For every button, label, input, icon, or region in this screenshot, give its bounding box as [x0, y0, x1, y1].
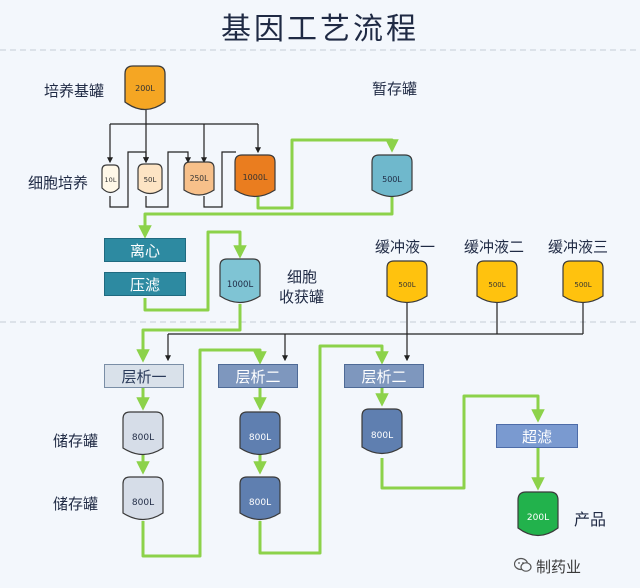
label-storage-1: 储存罐 — [53, 432, 99, 450]
culture-cascade-lines — [109, 151, 236, 208]
tank-harvest-volume: 1000L — [227, 280, 254, 290]
tank-culture-250l: 250L — [183, 161, 215, 196]
tank-s1a-volume: 800L — [132, 433, 154, 443]
tank-product-volume: 200L — [527, 513, 549, 523]
tank-medium-volume: 200L — [135, 84, 155, 93]
tank-s1b-volume: 800L — [132, 498, 154, 508]
tank-s2a-volume: 800L — [249, 433, 271, 443]
buffer-distribution-lines — [165, 302, 584, 362]
medium-distribution-lines — [107, 110, 261, 164]
process-flow-lines — [136, 138, 545, 558]
label-harvest-1: 细胞 — [287, 268, 318, 286]
tank-temp-storage: 500L — [371, 154, 413, 198]
tank-harvest: 1000L — [219, 258, 261, 304]
tank-storage-3: 800L — [361, 408, 403, 455]
tank-s2b-volume: 800L — [249, 498, 271, 508]
box-chromatography-2: 层析二 — [218, 364, 298, 388]
tank-medium: 200L — [124, 65, 166, 111]
label-buffer-1: 缓冲液一 — [375, 238, 436, 256]
label-temp-tank: 暂存罐 — [372, 80, 418, 98]
chat-bubble-icon — [514, 557, 532, 572]
tank-storage-2a: 800L — [239, 411, 281, 456]
tank-culture-10l: 10L — [101, 164, 120, 194]
tank-storage-1b: 800L — [122, 476, 164, 521]
watermark-text: 制药业 — [536, 558, 582, 576]
tank-c3-volume: 250L — [190, 174, 209, 183]
label-buffer-2: 缓冲液二 — [464, 238, 525, 256]
box-ultrafiltration: 超滤 — [496, 424, 578, 448]
page-title: 基因工艺流程 — [221, 12, 419, 47]
tank-s3-volume: 800L — [371, 431, 393, 441]
tank-buffer-1: 500L — [386, 260, 428, 304]
box-chromatography-1: 层析一 — [104, 364, 184, 388]
tank-culture-50l: 50L — [137, 163, 163, 195]
tank-buf2-volume: 500L — [488, 281, 505, 289]
label-storage-2: 储存罐 — [53, 495, 99, 513]
tank-product: 200L — [517, 491, 559, 537]
tank-buf3-volume: 500L — [574, 281, 591, 289]
tank-buffer-2: 500L — [476, 260, 518, 304]
label-cell-culture: 细胞培养 — [28, 174, 89, 192]
label-harvest-2: 收获罐 — [279, 288, 325, 306]
tank-buf1-volume: 500L — [398, 281, 415, 289]
box-chromatography-3: 层析二 — [344, 364, 424, 388]
box-centrifuge: 离心 — [104, 238, 186, 262]
tank-c1-volume: 10L — [105, 176, 117, 184]
tank-storage-2b: 800L — [239, 476, 281, 521]
tank-c2-volume: 50L — [144, 176, 157, 184]
box-press-filter: 压滤 — [104, 272, 186, 296]
label-buffer-3: 缓冲液三 — [548, 238, 609, 256]
label-medium-tank: 培养基罐 — [44, 82, 105, 100]
tank-storage-1a: 800L — [122, 411, 164, 456]
tank-buffer-3: 500L — [562, 260, 604, 304]
tank-temp-volume: 500L — [382, 175, 402, 184]
tank-culture-1000l: 1000L — [234, 154, 276, 198]
label-product: 产品 — [574, 510, 607, 529]
tank-c4-volume: 1000L — [243, 173, 268, 182]
